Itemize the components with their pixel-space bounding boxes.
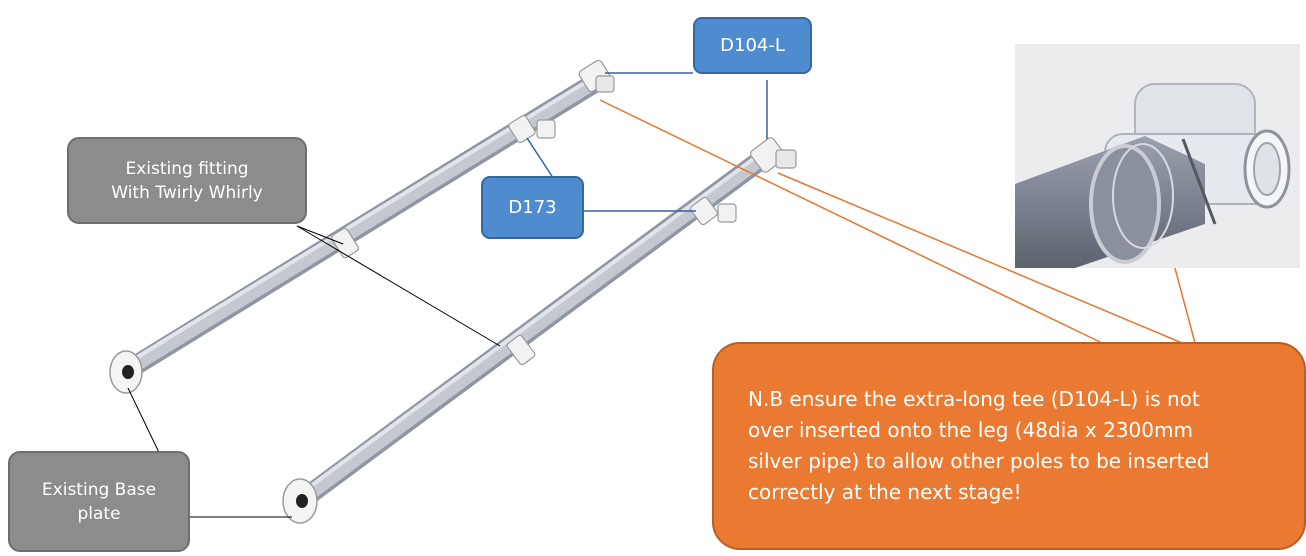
existing-fitting-callout: Existing fitting With Twirly Whirly <box>67 137 307 224</box>
existing-fitting-label-line-1: Existing fitting <box>125 158 249 179</box>
note-line-2: over inserted onto the leg (48dia x 2300… <box>748 418 1193 442</box>
existing-base-label-line-1: Existing Base <box>41 479 157 500</box>
d173-label: D173 <box>508 197 557 218</box>
twirly-whirly-fitting <box>331 227 536 366</box>
base-plate <box>109 350 318 524</box>
note-line-4: correctly at the next stage! <box>748 480 1022 504</box>
tee-fitting-closeup-photo <box>1015 44 1300 268</box>
d104-l-label: D104-L <box>720 35 785 56</box>
existing-base-label-line-2: plate <box>77 503 121 524</box>
existing-base-plate-callout: Existing Base plate <box>8 451 190 552</box>
d104-l-tee <box>578 59 797 173</box>
note-text: N.B ensure the extra-long tee (D104-L) i… <box>748 384 1209 508</box>
insertion-warning-note: N.B ensure the extra-long tee (D104-L) i… <box>712 342 1306 550</box>
d173-callout: D173 <box>481 176 584 239</box>
note-line-3: silver pipe) to allow other poles to be … <box>748 449 1210 473</box>
note-line-1: N.B ensure the extra-long tee (D104-L) i… <box>748 387 1200 411</box>
existing-fitting-label-line-2: With Twirly Whirly <box>111 182 263 203</box>
d104-l-callout: D104-L <box>693 17 812 74</box>
